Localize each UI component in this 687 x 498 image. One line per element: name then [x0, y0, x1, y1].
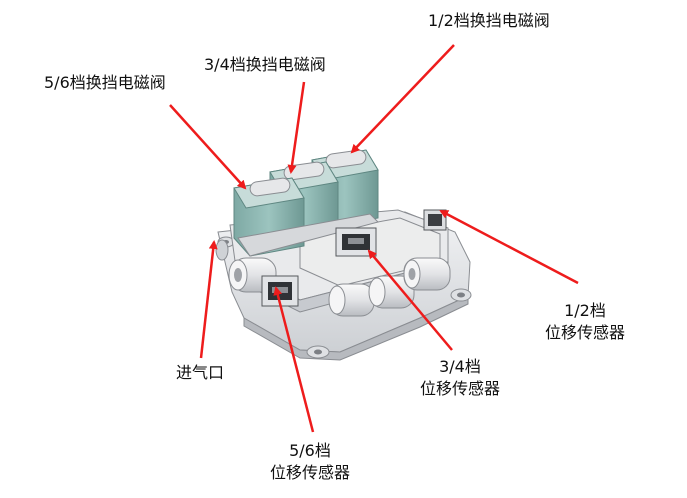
arrow-sensor-56	[273, 286, 315, 433]
air-inlet-port	[215, 239, 229, 261]
spool-cylinders	[228, 257, 451, 317]
label-sensor-12: 1/2档 位移传感器	[537, 300, 633, 344]
solenoid-coils	[233, 149, 379, 257]
label-sensor-56: 5/6档 位移传感器	[262, 440, 358, 484]
sensor-connectors	[261, 209, 447, 307]
arrow-sensor-34	[367, 249, 453, 351]
label-sensor-34: 3/4档 位移传感器	[412, 356, 508, 400]
label-sensor-56-type: 位移传感器	[269, 463, 350, 482]
arrow-sensor-12	[439, 209, 579, 285]
label-sensor-34-type: 位移传感器	[419, 379, 500, 398]
arrow-valve-12	[350, 44, 455, 154]
label-valve-12: 1/2档换挡电磁阀	[428, 11, 550, 30]
callout-arrows	[169, 44, 579, 433]
label-sensor-34-gear: 3/4档	[439, 357, 481, 376]
label-valve-56: 5/6档换挡电磁阀	[44, 73, 166, 92]
label-sensor-12-gear: 1/2档	[564, 301, 606, 320]
arrow-valve-34	[287, 81, 306, 174]
arrow-valve-56	[169, 104, 247, 190]
label-sensor-56-gear: 5/6档	[289, 441, 331, 460]
label-valve-34: 3/4档换挡电磁阀	[204, 55, 326, 74]
arrow-air-inlet	[199, 240, 218, 359]
label-air-inlet: 进气口	[176, 363, 225, 382]
label-sensor-12-type: 位移传感器	[544, 323, 625, 342]
